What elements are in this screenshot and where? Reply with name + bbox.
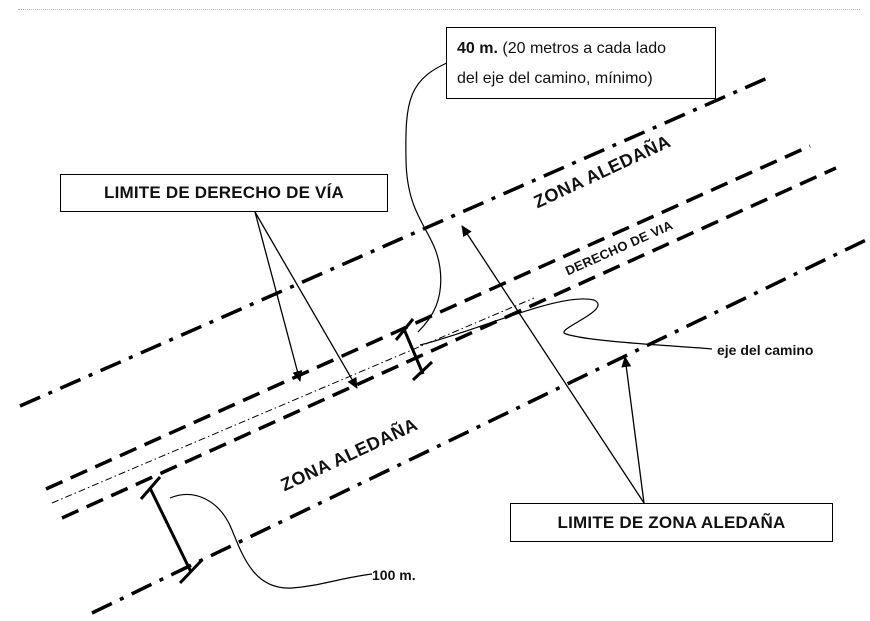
box-40m-line1: 40 m. (20 metros a cada lado <box>457 34 705 64</box>
forty-meters-detail-2: del eje del camino, mínimo) <box>457 70 653 87</box>
arrow-zona-aledana-lower <box>621 356 645 504</box>
dimension-40m-tick-bottom <box>411 360 434 382</box>
leader-eje-curve <box>419 298 713 350</box>
limit-derecho-via-lower-line <box>61 166 837 520</box>
road-axis-line <box>51 297 535 504</box>
leader-100m-curve <box>169 494 373 589</box>
forty-meters-bold: 40 m. <box>457 40 498 57</box>
leader-40m-curve <box>405 59 455 333</box>
dimension-100m-line <box>148 487 193 573</box>
top-divider <box>18 9 860 10</box>
label-eje-del-camino: eje del camino <box>717 342 814 358</box>
arrow-derecho-via-right <box>254 211 358 389</box>
box-limite-derecho-via: LIMITE DE DERECHO DE VÍA <box>60 174 388 212</box>
label-100m: 100 m. <box>372 567 416 583</box>
dimension-40m-tick-top <box>394 318 415 341</box>
dimension-40m-line <box>402 328 425 375</box>
arrow-zona-aledana-upper <box>461 225 645 504</box>
box-limite-zona-aledana: LIMITE DE ZONA ALEDAÑA <box>510 503 833 542</box>
dimension-100m-tick-top <box>139 476 162 500</box>
dimension-100m-tick-bottom <box>178 559 203 585</box>
limit-derecho-via-upper-line <box>45 144 811 491</box>
forty-meters-detail-1: (20 metros a cada lado <box>502 40 667 57</box>
arrow-derecho-via-left <box>254 211 303 382</box>
limit-zona-aledana-upper-line <box>19 74 773 408</box>
limit-zona-aledana-lower-line <box>91 238 867 615</box>
box-40m-note: 40 m. (20 metros a cada lado del eje del… <box>446 27 716 99</box>
